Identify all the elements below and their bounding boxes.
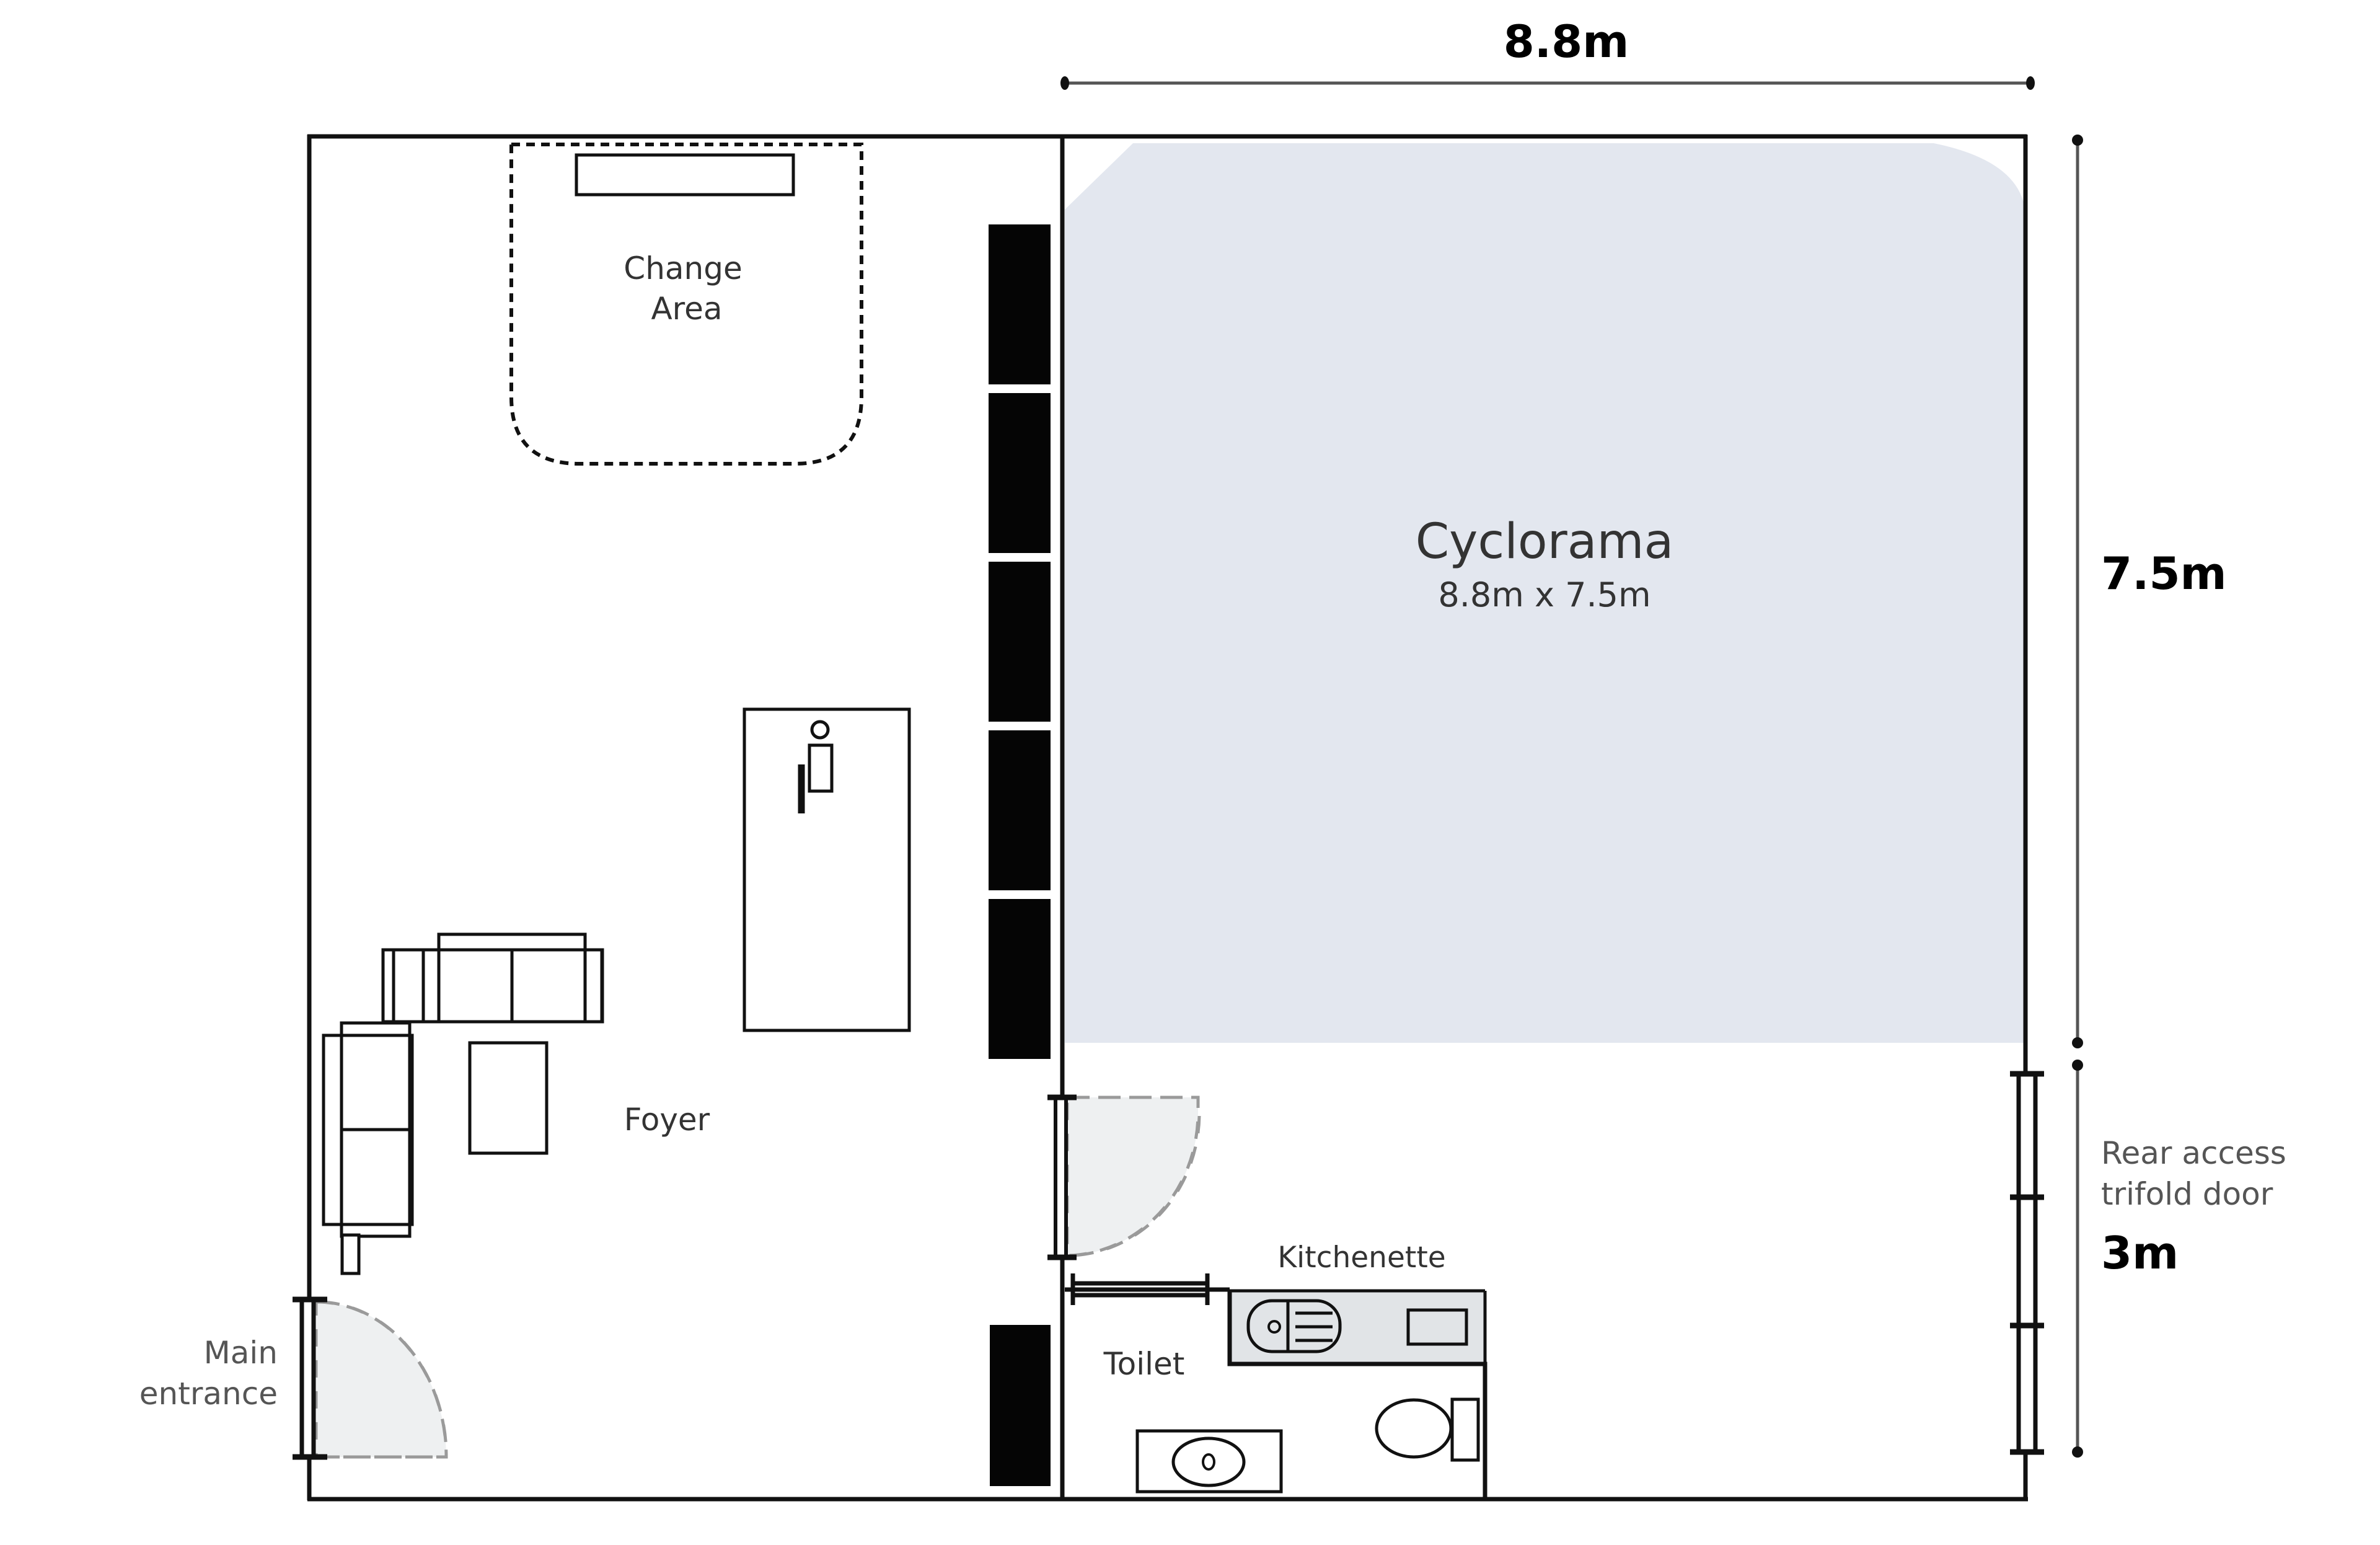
main-entrance-door [293,1296,448,1460]
rear-door-label-line1: Rear access [2101,1135,2286,1171]
black-panel [989,730,1051,890]
toilet-fixtures [1135,1397,1480,1494]
basin-bowl [1171,1437,1246,1487]
kitchenette-label: Kitchenette [1277,1241,1445,1275]
outer-walls [307,134,2028,1502]
black-panel [989,393,1051,553]
change-area: Change Area [509,143,863,466]
side-table [340,1233,361,1275]
change-area-label-line2: Area [651,291,722,327]
dimension-rear-door [2072,1060,2083,1458]
dimension-width [1060,76,2035,90]
black-panel [989,899,1051,1059]
desk-symbol-dot [810,720,830,740]
dimension-depth-label: 7.5m [2101,547,2227,600]
main-entrance-label-line1: Main [204,1335,278,1371]
rear-door-label-line2: trifold door [2101,1176,2273,1212]
black-panel [990,1325,1051,1486]
change-area-label-line1: Change [624,250,742,286]
desk-symbol-rect [808,743,834,793]
internal-door [1047,1094,1201,1260]
black-panel [989,224,1051,384]
sofa-horizontal-clean [421,932,604,1024]
toilet-label: Toilet [1103,1346,1185,1382]
dimension-depth [2072,135,2083,1048]
main-entrance-label-line2: entrance [139,1376,278,1412]
black-panel [989,562,1051,722]
kitchenette-counter [1227,1289,1488,1500]
kitchen-sink-icon [1246,1299,1342,1353]
change-area-bench [575,153,795,197]
toilet-bowl [1375,1398,1453,1459]
rear-door-width-label: 3m [2101,1227,2179,1279]
rear-trifold-door [2010,1071,2044,1455]
cyclorama-size: 8.8m x 7.5m [1438,575,1651,614]
kitchen-appliance [1406,1308,1468,1346]
toilet-sliding-door [1065,1273,1230,1305]
foyer-label: Foyer [624,1102,710,1138]
cyclorama-title: Cyclorama [1416,514,1674,570]
toilet-cistern [1450,1397,1480,1462]
cyclorama-area [1065,143,2025,1043]
black-panels [989,224,1051,1486]
coffee-table-rect [468,1041,549,1155]
basin [1135,1429,1283,1494]
change-area-boundary [509,143,863,466]
dimension-width-label: 8.8m [1504,15,1629,68]
